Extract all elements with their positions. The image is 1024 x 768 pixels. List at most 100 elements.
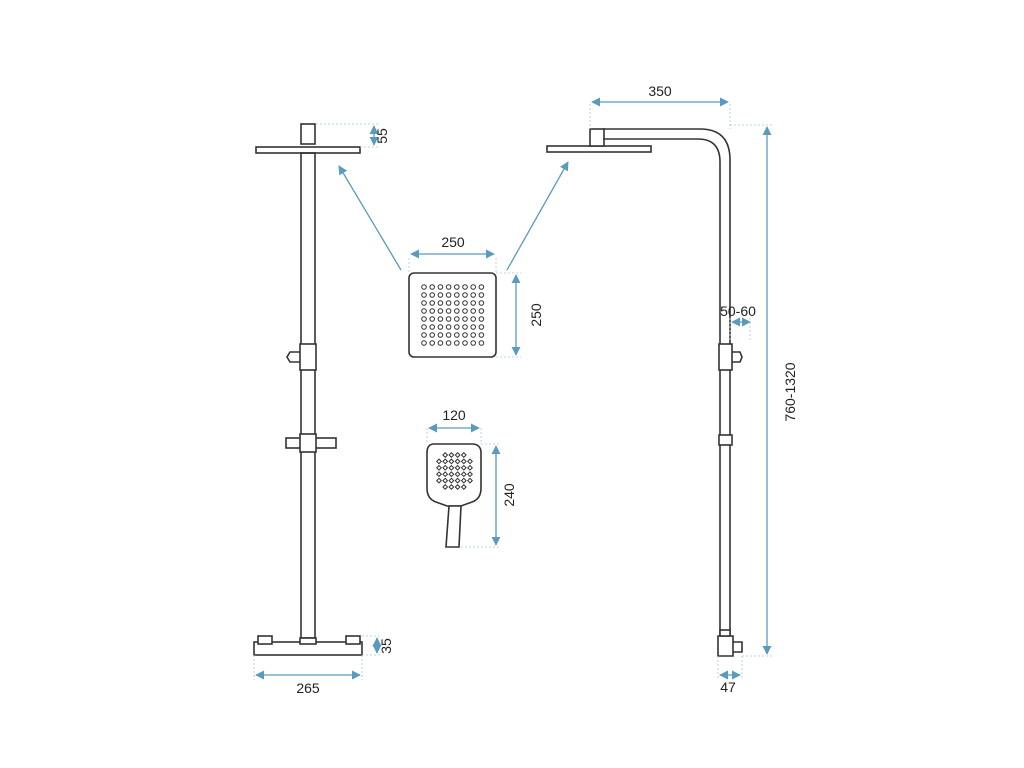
rain-nozzle	[445, 332, 452, 338]
rain-nozzle	[421, 340, 427, 346]
rain-nozzle	[478, 324, 485, 330]
rain-nozzle	[478, 332, 485, 338]
side-mixer-inlet	[733, 641, 743, 653]
hand-nozzle	[454, 458, 461, 465]
rain-nozzle	[421, 324, 427, 330]
hand-nozzle	[454, 452, 461, 458]
front-rain-head	[255, 146, 361, 154]
rain-nozzle	[470, 292, 477, 298]
side-diverter	[718, 343, 733, 371]
rain-nozzle	[454, 340, 460, 346]
side-diverter-knob	[732, 351, 743, 363]
hand-nozzle	[448, 452, 455, 458]
side-mixer-cap	[719, 629, 731, 637]
side-curved-arm	[603, 128, 731, 640]
rain-nozzle	[470, 284, 477, 290]
rain-nozzle	[437, 332, 444, 338]
front-mixer-left-knob	[257, 635, 273, 645]
rain-nozzle	[421, 292, 427, 298]
front-base-width-label: 265	[296, 680, 320, 696]
rain-nozzle	[478, 284, 485, 290]
hand-nozzle	[460, 477, 467, 484]
hand-nozzle	[454, 471, 461, 478]
side-reach-label: 350	[648, 83, 672, 99]
rain-nozzle	[429, 332, 436, 338]
rain-nozzle	[437, 340, 444, 346]
hand-nozzle	[436, 477, 442, 484]
rain-nozzle	[429, 324, 436, 330]
front-top-connector	[300, 123, 316, 145]
rain-head-detail: 250 250	[408, 234, 544, 358]
rain-nozzle	[470, 316, 477, 322]
hand-nozzle	[460, 464, 467, 471]
rain-nozzle	[421, 308, 427, 314]
side-head-connector	[589, 128, 605, 147]
hand-shower-detail: 120 240	[426, 407, 517, 548]
hand-nozzle	[448, 484, 455, 490]
hand-nozzle	[448, 464, 455, 471]
rain-nozzle	[421, 284, 427, 290]
rain-nozzle	[437, 308, 444, 314]
side-view: 350 50-60 760-1320 47	[546, 83, 798, 695]
rain-nozzle	[462, 308, 468, 314]
hand-nozzle	[436, 471, 442, 478]
rain-head-nozzles	[421, 284, 485, 346]
hand-nozzle	[454, 477, 461, 484]
rain-nozzle	[445, 292, 452, 298]
rain-nozzle	[445, 324, 452, 330]
side-slider-clamp	[718, 434, 733, 446]
rain-nozzle	[454, 300, 460, 306]
rain-nozzle	[429, 308, 436, 314]
rain-nozzle	[462, 340, 468, 346]
rain-nozzle	[421, 300, 427, 306]
front-view: 55 35 265	[253, 123, 394, 696]
hand-nozzle	[460, 452, 467, 458]
hand-shower-nozzles	[436, 452, 473, 490]
rain-nozzle	[478, 300, 485, 306]
hand-shower-head	[426, 443, 482, 507]
rain-nozzle	[437, 284, 444, 290]
rain-nozzle	[454, 292, 460, 298]
rain-nozzle	[470, 340, 477, 346]
front-mixer-right-knob	[345, 635, 361, 645]
rain-nozzle	[445, 308, 452, 314]
rain-nozzle	[429, 316, 436, 322]
front-riser-pipe	[300, 152, 316, 639]
head-height-label: 250	[528, 303, 544, 327]
hand-nozzle	[442, 477, 449, 484]
hand-width-label: 120	[442, 407, 466, 423]
rain-nozzle	[462, 284, 468, 290]
rain-nozzle	[462, 332, 468, 338]
rain-nozzle	[429, 300, 436, 306]
front-mixer-center	[299, 637, 317, 645]
hand-nozzle	[448, 458, 455, 465]
hand-nozzle	[436, 458, 442, 465]
front-slider-clamp	[299, 433, 317, 453]
hand-nozzle	[467, 464, 473, 471]
hand-nozzle	[442, 471, 449, 478]
rain-nozzle	[454, 284, 460, 290]
rain-nozzle	[454, 316, 460, 322]
front-diverter-knob	[286, 351, 300, 363]
hand-nozzle	[460, 458, 467, 465]
head-width-label: 250	[441, 234, 465, 250]
side-rain-head	[546, 145, 652, 153]
rain-nozzle	[462, 316, 468, 322]
rain-nozzle	[429, 340, 436, 346]
rain-nozzle	[478, 292, 485, 298]
pointer-arrow-left	[338, 165, 402, 271]
rain-nozzle	[470, 308, 477, 314]
rain-nozzle	[445, 340, 452, 346]
hand-nozzle	[467, 477, 473, 484]
rain-nozzle	[429, 284, 436, 290]
hand-nozzle	[442, 464, 449, 471]
hand-nozzle	[442, 458, 449, 465]
hand-nozzle	[460, 471, 467, 478]
front-base-height-label: 35	[378, 638, 394, 654]
hand-nozzle	[454, 464, 461, 471]
hand-nozzle	[460, 484, 467, 490]
side-wall-gap-label: 50-60	[720, 303, 756, 319]
rain-nozzle	[478, 316, 485, 322]
hand-nozzle	[442, 452, 449, 458]
